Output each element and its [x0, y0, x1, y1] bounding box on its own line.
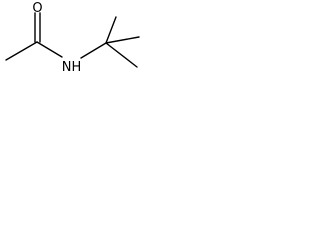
acetamide-structure-diagram: O NH — [5, 1, 140, 75]
nitrogen-label: NH — [62, 60, 82, 75]
bond-carbonyl-nitrogen — [36, 41, 63, 58]
bond-quaternary-methyl-top — [105, 16, 117, 44]
oxygen-label: O — [32, 1, 42, 16]
bond-quaternary-methyl-bottom — [105, 42, 138, 68]
bond-methyl-carbonyl — [5, 41, 38, 61]
bond-quaternary-methyl-right — [105, 36, 140, 44]
bond-nitrogen-quaternary — [80, 42, 107, 59]
